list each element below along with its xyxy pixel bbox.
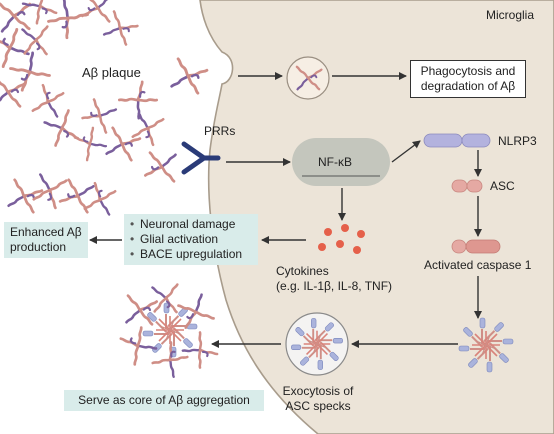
phagocytosis-line-1: Phagocytosis and [420,64,516,78]
inflammatory-effects-box: Neuronal damage Glial activation BACE up… [124,214,258,265]
nfkb-label: NF-κB [318,155,352,169]
enhanced-production-box: Enhanced Aβ production [4,222,88,258]
asc-protein [451,179,483,193]
nlrp3-protein [423,133,491,148]
enhanced-line-1: Enhanced Aβ [10,225,82,239]
cytokine-dots [318,224,365,254]
exocytosis-label: Exocytosis of ASC specks [276,384,360,414]
enhanced-abeta-cluster [0,166,123,223]
asc-label: ASC [490,179,515,193]
abeta-plaque-cluster [0,0,168,168]
prr-receptor [181,141,221,175]
enhanced-line-2: production [10,240,67,254]
effect-item: BACE upregulation [130,247,252,262]
exocytosis-line-1: Exocytosis of [282,384,354,398]
asc-speck-vesicle [285,312,349,376]
exocytosis-line-2: ASC specks [285,399,351,413]
microglia-cell-body [199,0,554,434]
pathway-arrows [89,72,482,348]
effect-item: Glial activation [130,232,252,247]
microglia-label: Microglia [486,8,535,22]
effect-item: Neuronal damage [130,217,252,232]
speck-seeded-aggregate [117,279,220,383]
aggregation-core-box: Serve as core of Aβ aggregation [64,390,264,411]
cytokines-label: Cytokines (e.g. IL-1β, IL-8, TNF) [276,264,392,294]
caspase-label: Activated caspase 1 [424,258,532,272]
cytokines-line-1: Cytokines [276,264,329,278]
abeta-at-membrane [163,53,212,101]
phagocytosis-outcome-box: Phagocytosis and degradation of Aβ [410,60,526,98]
nucleus [292,138,390,186]
prrs-label: PRRs [204,124,236,138]
caspase-1-protein [451,239,501,254]
phagosome [286,56,330,100]
cytokines-line-2: (e.g. IL-1β, IL-8, TNF) [276,279,393,293]
abeta-plaque-label: Aβ plaque [82,65,141,80]
phagocytosis-line-2: degradation of Aβ [420,79,516,93]
abeta-ligand [140,144,185,187]
nlrp3-label: NLRP3 [498,134,537,148]
